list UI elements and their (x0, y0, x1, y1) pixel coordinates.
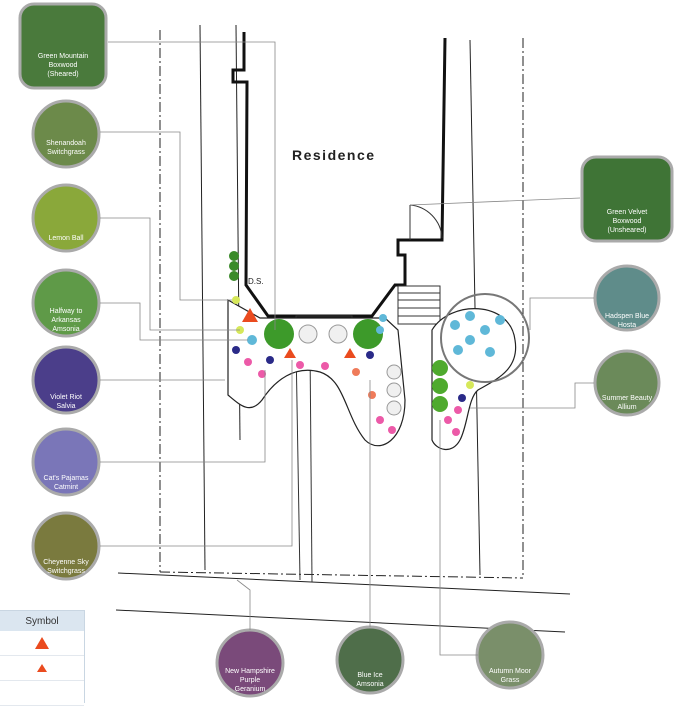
svg-text:(Sheared): (Sheared) (47, 71, 78, 78)
svg-text:Boxwood: Boxwood (49, 62, 78, 69)
svg-text:Grass: Grass (501, 677, 520, 684)
svg-text:Boxwood: Boxwood (613, 218, 642, 225)
svg-text:Hadspen Blue: Hadspen Blue (605, 313, 649, 320)
svg-text:Cat's Pajamas: Cat's Pajamas (44, 475, 89, 482)
svg-text:Summer Beauty: Summer Beauty (602, 395, 653, 402)
svg-text:New Hampshire: New Hampshire (225, 668, 275, 675)
ds-label: D.S. (248, 277, 264, 286)
legend-header: Symbol (0, 611, 84, 631)
svg-text:Green Mountain: Green Mountain (38, 53, 88, 60)
planting-circle (440, 293, 530, 383)
svg-text:Halfway to: Halfway to (50, 308, 83, 315)
symbol-legend: Symbol (0, 610, 85, 706)
door-swing (409, 204, 443, 240)
legend-row-small-triangle (0, 656, 84, 681)
svg-text:Purple: Purple (240, 677, 260, 684)
svg-text:Allium: Allium (617, 404, 636, 411)
svg-text:Switchgrass: Switchgrass (47, 568, 85, 575)
svg-text:Shenandoah: Shenandoah (46, 140, 86, 147)
svg-text:Autumn Moor: Autumn Moor (489, 668, 532, 675)
svg-text:Amsonia: Amsonia (356, 681, 383, 688)
svg-text:Hosta: Hosta (618, 322, 636, 329)
steps (397, 285, 441, 325)
svg-text:Cheyenne Sky: Cheyenne Sky (43, 559, 89, 566)
legend-row-empty (0, 681, 84, 706)
thumb-lemon-plant: Lemon Ball (31, 183, 101, 253)
property-lines (115, 24, 571, 633)
accent-plants (232, 296, 474, 436)
svg-text:Blue Ice: Blue Ice (357, 672, 382, 679)
legend-row-large-triangle (0, 631, 84, 656)
svg-text:Green Velvet: Green Velvet (607, 209, 648, 216)
svg-text:Catmint: Catmint (54, 484, 78, 491)
white-plants (298, 324, 402, 416)
svg-text:Amsonia: Amsonia (52, 326, 79, 333)
svg-text:Arkansas: Arkansas (51, 317, 81, 324)
house-outline (231, 32, 447, 318)
hosta-clusters (247, 311, 505, 357)
svg-text:(Unsheared): (Unsheared) (608, 227, 647, 234)
residence-title: Residence (292, 147, 376, 163)
small-triangle-icon (37, 664, 47, 672)
svg-text:Lemon Ball: Lemon Ball (48, 235, 83, 242)
svg-text:Switchgrass: Switchgrass (47, 149, 85, 156)
svg-text:Salvia: Salvia (56, 403, 75, 410)
red-triangle-marks (242, 308, 356, 358)
leader-lines (100, 41, 594, 656)
svg-text:Geranium: Geranium (235, 686, 266, 693)
large-triangle-icon (35, 637, 49, 649)
green-boxwoods (229, 251, 448, 412)
bed-right (431, 308, 517, 450)
svg-text:Violet Riot: Violet Riot (50, 394, 82, 401)
